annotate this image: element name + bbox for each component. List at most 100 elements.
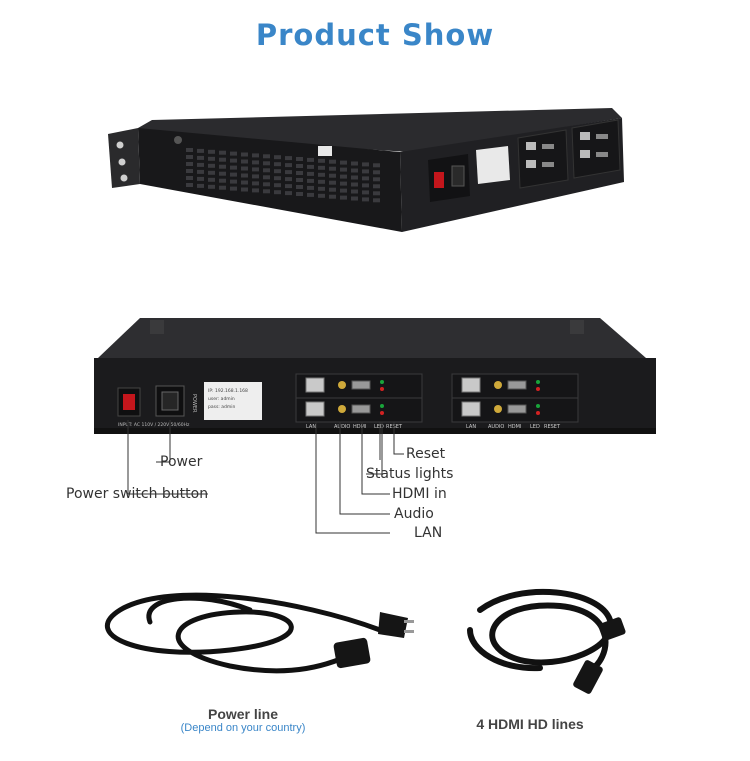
vent-slot xyxy=(241,180,248,185)
callout-power: Power xyxy=(160,454,203,470)
vent-slot xyxy=(318,186,325,191)
vent-slot xyxy=(296,157,303,161)
vent-slot xyxy=(208,184,215,189)
vent-slot xyxy=(296,171,303,175)
vent-slot xyxy=(252,167,259,172)
vent-slot xyxy=(362,190,369,195)
vent-slot xyxy=(241,187,248,192)
vent-slot xyxy=(263,182,270,187)
vent-slot xyxy=(373,191,380,196)
vent-slot xyxy=(373,198,380,203)
hdmi-port-icon xyxy=(351,404,371,414)
vent-slot xyxy=(296,178,303,182)
vent-slot xyxy=(329,166,336,171)
sticker-user-text: user: admin xyxy=(208,396,235,402)
hdmi-port-label: HDMI xyxy=(353,424,366,430)
vent-slot xyxy=(274,162,281,167)
vent-slot xyxy=(252,160,259,165)
vent-slot xyxy=(307,164,314,169)
caption-hdmi-lines: 4 HDMI HD lines xyxy=(476,716,584,732)
vent-slot xyxy=(285,184,292,189)
vent-slot xyxy=(208,163,215,168)
vent-slot xyxy=(230,172,237,177)
audio-jack-icon xyxy=(338,405,346,413)
vent-slot xyxy=(197,155,204,160)
sticker-ip-text: IP: 192.168.1.168 xyxy=(208,388,248,394)
vent-slot xyxy=(318,193,325,198)
status-led-green-icon xyxy=(380,380,384,384)
vent-slot xyxy=(263,168,270,173)
status-led-red-icon xyxy=(380,387,384,391)
lan-port-icon xyxy=(305,377,325,393)
vent-slot xyxy=(241,166,248,171)
vent-slot xyxy=(186,169,193,173)
vent-slot xyxy=(373,170,380,175)
vent-slot xyxy=(296,164,303,168)
vent-slot xyxy=(263,175,270,180)
led-label-2: LED xyxy=(530,424,540,430)
vent-slot xyxy=(230,179,237,184)
vent-slot xyxy=(340,195,347,200)
vent-slot xyxy=(285,170,292,175)
vent-slot xyxy=(362,169,369,174)
vent-slot xyxy=(208,177,215,182)
vent-slot xyxy=(197,162,204,167)
power-cord-icon xyxy=(104,592,383,674)
vent-slot xyxy=(186,155,193,159)
lan-port-label: LAN xyxy=(306,424,316,430)
hdmi-port-icon xyxy=(351,380,371,390)
status-led-red-icon xyxy=(536,387,540,391)
vent-slot xyxy=(296,185,303,189)
callout-lan: LAN xyxy=(414,525,443,541)
vent-slot xyxy=(318,158,325,163)
vent-slot xyxy=(351,189,358,194)
hdmi-port-icon xyxy=(507,404,527,414)
hdmi-port-label-2: HDMI xyxy=(508,424,521,430)
lan-port-icon xyxy=(461,377,481,393)
vent-slot xyxy=(241,173,248,178)
vent-slot xyxy=(351,161,358,166)
vent-slot xyxy=(340,181,347,186)
vent-slot xyxy=(373,163,380,168)
vent-slot xyxy=(318,165,325,170)
vent-slot xyxy=(362,162,369,167)
vent-slot xyxy=(307,178,314,183)
vent-slot xyxy=(263,189,270,194)
vent-slot xyxy=(329,187,336,192)
audio-jack-icon xyxy=(494,405,502,413)
vent-slot xyxy=(329,159,336,164)
vent-slot xyxy=(241,159,248,164)
vent-slot xyxy=(219,157,226,162)
vent-slot xyxy=(230,165,237,170)
status-led-green-icon xyxy=(380,404,384,408)
vent-slot xyxy=(219,171,226,176)
vent-slot xyxy=(219,178,226,183)
vent-slot xyxy=(186,176,193,180)
power-switch-button-icon xyxy=(123,394,135,410)
vent-slot xyxy=(373,177,380,182)
cables-illustration xyxy=(104,588,626,694)
callout-status-lights: Status lights xyxy=(366,466,454,482)
vent-slot xyxy=(274,190,281,195)
vent-slot xyxy=(219,185,226,190)
status-led-red-icon xyxy=(380,411,384,415)
vent-slot xyxy=(241,152,248,157)
led-label: LED xyxy=(374,424,384,430)
vent-slot xyxy=(307,171,314,176)
vent-slot xyxy=(208,149,215,154)
vent-slot xyxy=(219,164,226,169)
vent-slot xyxy=(285,163,292,168)
vent-slot xyxy=(318,179,325,184)
vent-slot xyxy=(373,184,380,189)
vent-slot xyxy=(208,170,215,175)
device-back-panel: POWER IP: 192.168.1.168 user: admin pass… xyxy=(94,318,656,460)
vent-slot xyxy=(186,162,193,166)
vent-slot xyxy=(252,153,259,158)
vent-slot xyxy=(252,188,259,193)
vent-slot xyxy=(362,197,369,202)
vent-slot xyxy=(263,161,270,166)
caption-power-line-note: (Depend on your country) xyxy=(180,722,306,734)
lan-port-icon xyxy=(305,401,325,417)
audio-port-label: AUDIO xyxy=(334,424,350,430)
